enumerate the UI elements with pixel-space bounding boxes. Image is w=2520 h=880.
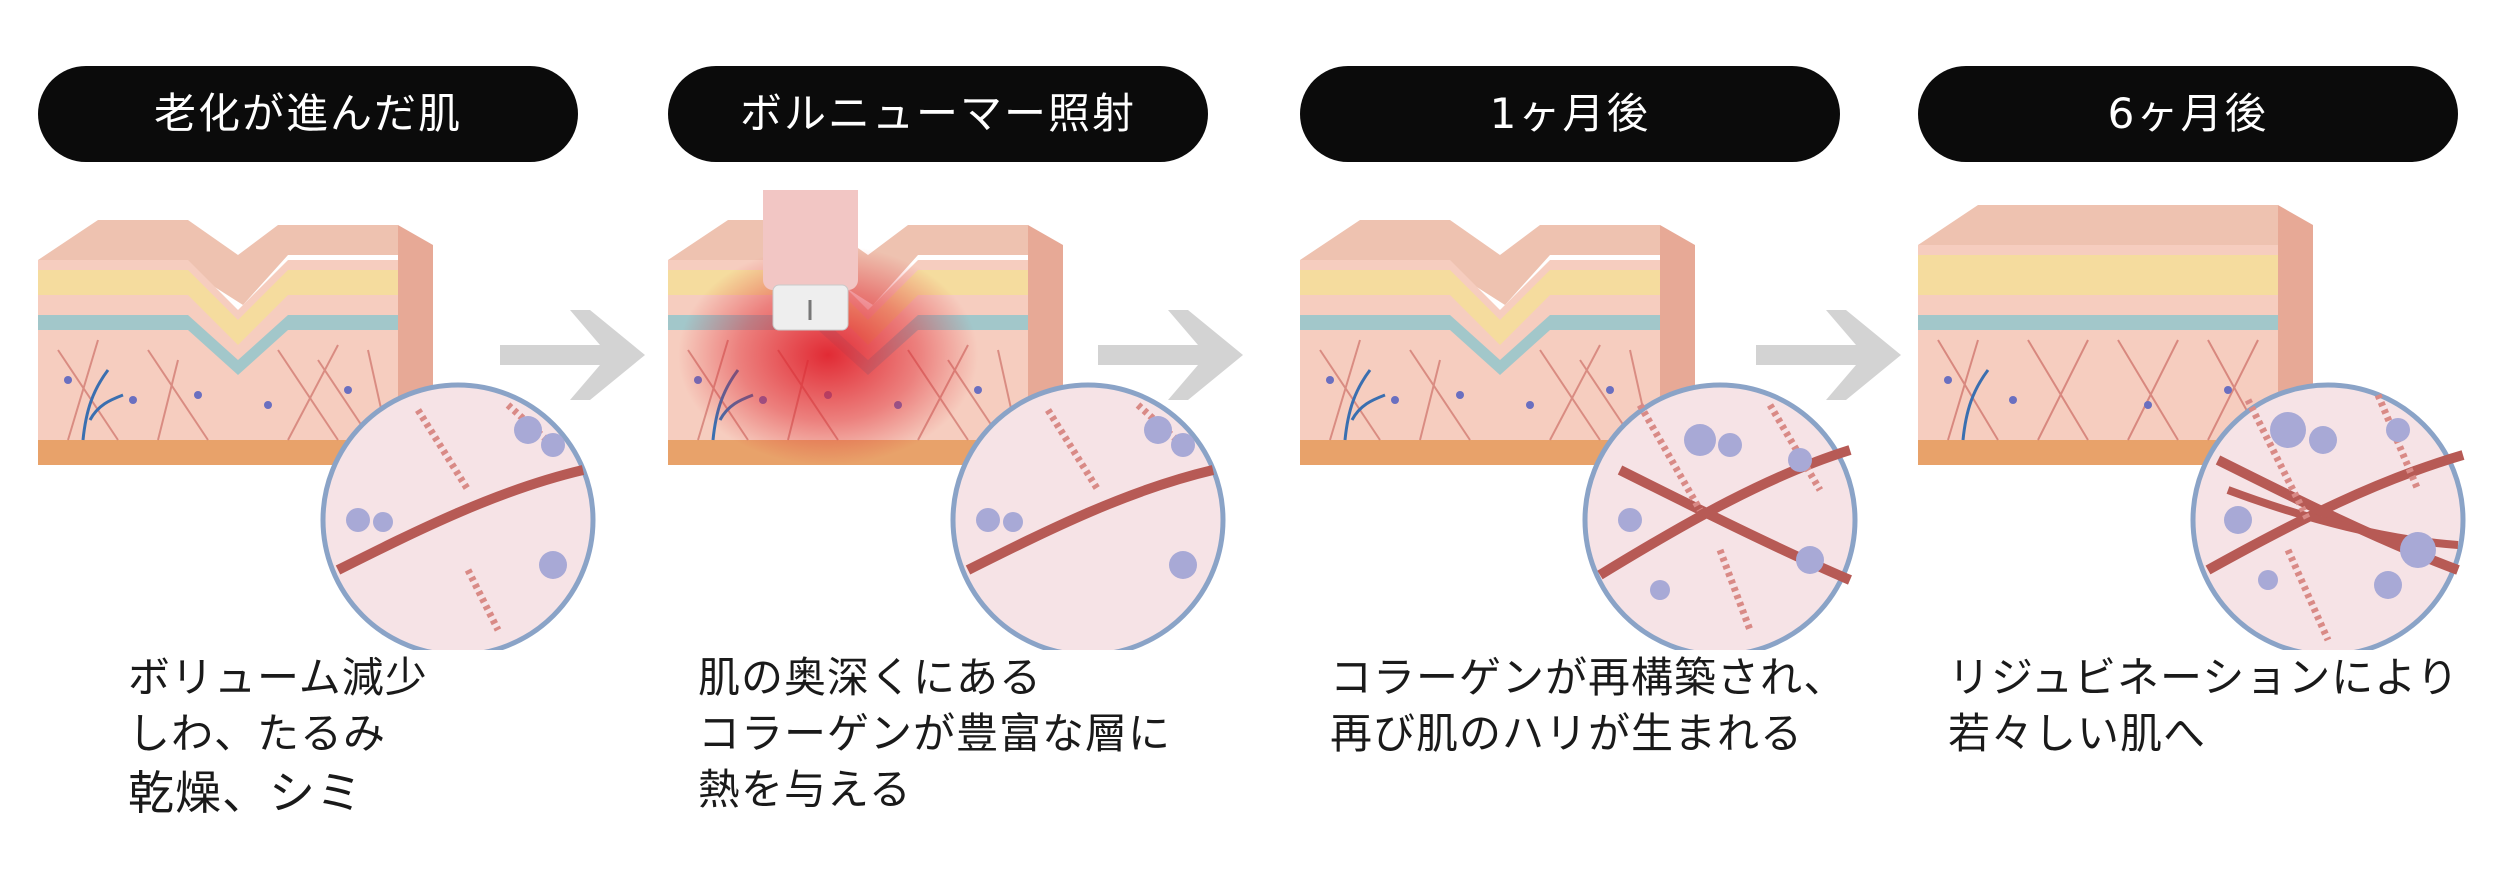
six-months-illustration xyxy=(1918,203,2466,650)
irradiation-illustration xyxy=(668,190,1226,650)
stage-one-month: 1ヶ月後 コラーゲンが再構築され、 再び肌のハリが生まれる xyxy=(1300,0,1860,880)
description-line: コラーゲンが豊富な層に xyxy=(698,709,1172,758)
stage-irradiation: ボルニューマー照射 肌の奥深くにある コラーゲンが豊富な層に 熱を与える xyxy=(668,0,1228,880)
description-line: 熱を与える xyxy=(698,765,912,814)
description-line: 再び肌のハリが生まれる xyxy=(1330,709,1804,758)
description-line: 肌の奥深くにある xyxy=(698,653,1043,702)
arrow-right-icon xyxy=(500,310,645,400)
stage-six-months: 6ヶ月後 リジュビネーションにより 若々しい肌へ xyxy=(1918,0,2478,880)
stage-aged-skin: 老化が進んだ肌 ボリューム減少 しわ、たるみ 乾燥、シミ xyxy=(38,0,598,880)
description-line: 若々しい肌へ xyxy=(1948,709,2207,758)
rf-device-icon xyxy=(763,190,858,331)
magnifier-circle xyxy=(1582,382,1858,650)
stage-title-pill: 1ヶ月後 xyxy=(1300,66,1840,162)
stage-description: 肌の奥深くにある コラーゲンが豊富な層に 熱を与える xyxy=(698,650,1171,818)
magnifier-circle xyxy=(320,382,596,650)
description-line: 乾燥、シミ xyxy=(128,766,363,820)
description-line: ボリューム減少 xyxy=(128,653,428,702)
arrow-right-icon xyxy=(1098,310,1243,400)
stage-title-pill: ボルニューマー照射 xyxy=(668,66,1208,162)
description-line: コラーゲンが再構築され、 xyxy=(1330,653,1847,702)
aged-skin-illustration xyxy=(38,218,596,650)
description-line: リジュビネーションにより xyxy=(1948,653,2460,702)
one-month-illustration xyxy=(1300,218,1858,650)
stage-title-pill: 6ヶ月後 xyxy=(1918,66,2458,162)
magnifier-circle xyxy=(2190,382,2466,650)
stage-title-pill: 老化が進んだ肌 xyxy=(38,66,578,162)
description-line: しわ、たるみ xyxy=(128,709,387,758)
arrow-right-icon xyxy=(1756,310,1901,400)
stage-description: ボリューム減少 しわ、たるみ 乾燥、シミ xyxy=(128,650,428,824)
stage-description: リジュビネーションにより 若々しい肌へ xyxy=(1948,650,2459,762)
stage-description: コラーゲンが再構築され、 再び肌のハリが生まれる xyxy=(1330,650,1846,762)
magnifier-circle xyxy=(950,382,1226,650)
